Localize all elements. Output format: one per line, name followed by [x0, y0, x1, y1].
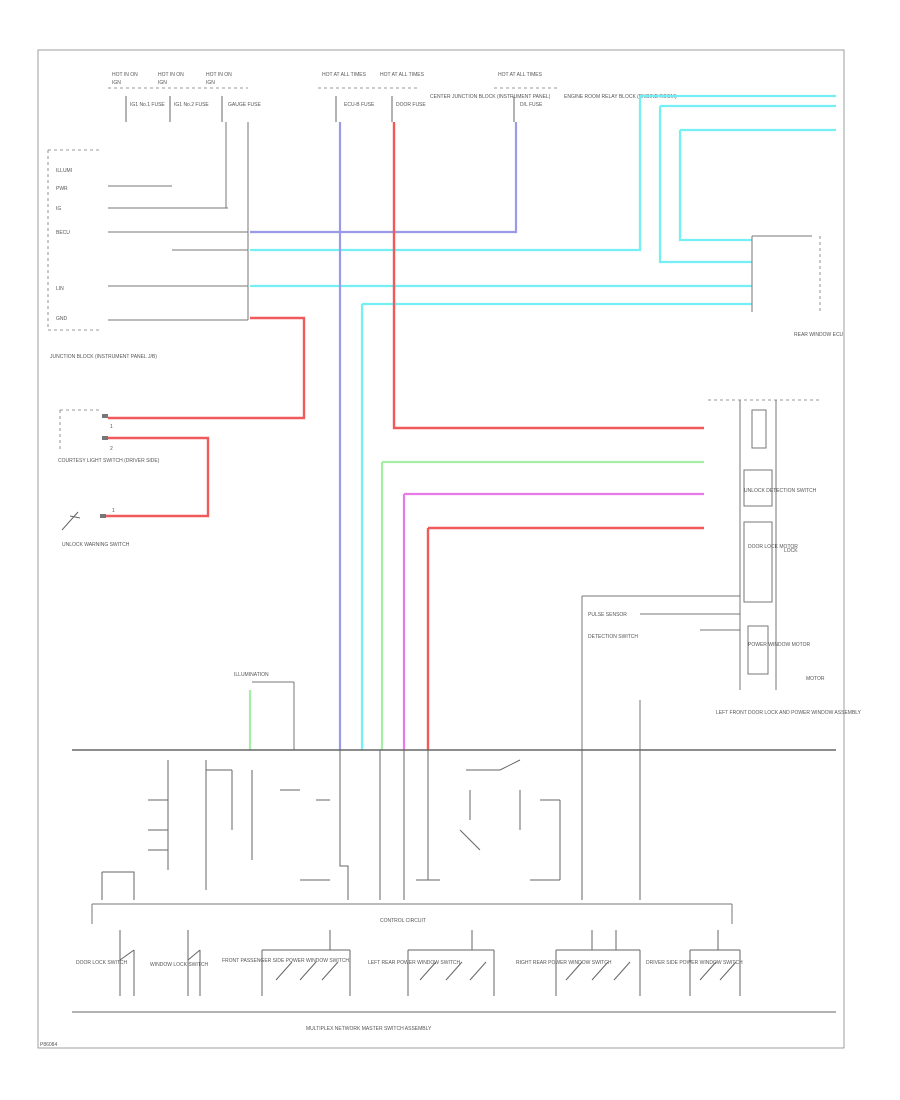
fuse-top-4: HOT AT ALL TIMES [322, 72, 367, 78]
rear-ecu-title: REAR WINDOW ECU [794, 332, 844, 338]
note-engine-rb: ENGINE ROOM RELAY BLOCK (ENGINE ROOM) [564, 94, 677, 100]
module-detect: DETECTION SWITCH [588, 634, 638, 640]
footer-code: P86084 [40, 1042, 57, 1048]
fuse-label-1: IG1 No.1 FUSE [130, 102, 165, 108]
fuse-label-5: DOOR FUSE [396, 102, 426, 108]
control-circuit: CONTROL CIRCUIT [91, 903, 733, 924]
unlock-switch-title: UNLOCK WARNING SWITCH [62, 542, 130, 548]
internal-circuit [101, 750, 641, 900]
jb-pin-becu: BECU [56, 230, 70, 236]
fuse-top-6: HOT AT ALL TIMES [498, 72, 543, 78]
red-wire-4 [426, 526, 704, 750]
jb-pin-illumi: ILLUMI [56, 168, 72, 174]
blue-wire-2 [250, 122, 518, 234]
jb-pin-gnd: GND [56, 316, 68, 322]
fuse-sub-3: IGN [206, 80, 215, 86]
fuse-top-5: HOT AT ALL TIMES [380, 72, 425, 78]
fuse-sub-2: IGN [158, 80, 167, 86]
cyan-wires [250, 94, 836, 750]
red-wire-3 [106, 436, 210, 518]
fuse-top-3: HOT IN ON [206, 72, 232, 78]
jb-pin-lin: LIN [56, 286, 64, 292]
module-part-1: UNLOCK DETECTION SWITCH [744, 488, 817, 494]
control-circuit-label: CONTROL CIRCUIT [380, 918, 426, 924]
module-part-2: DOOR LOCK MOTOR [748, 544, 798, 550]
left-junction-block: ILLUMI PWR IG BECU LIN GND JUNCTION BLOC… [47, 122, 249, 360]
module-part-3: POWER WINDOW MOTOR [748, 642, 811, 648]
magenta-wire-1 [402, 492, 704, 750]
fuse-sub-1: IGN [112, 80, 121, 86]
switch-label-2: WINDOW LOCK SWITCH [150, 962, 208, 968]
blue-wires [250, 122, 518, 750]
fuse-boxes [108, 87, 560, 122]
switch-label-5: RIGHT REAR POWER WINDOW SWITCH [516, 960, 612, 966]
fuse-label-6: D/L FUSE [520, 102, 543, 108]
jb-title: JUNCTION BLOCK (INSTRUMENT PANEL J/B) [50, 354, 157, 360]
red-wires [106, 122, 704, 750]
green-wires [248, 460, 704, 750]
cyan-wire-5 [360, 302, 752, 750]
module-sensor: PULSE SENSOR [588, 612, 627, 618]
jb-pin-ig: IG [56, 206, 61, 212]
unlock-switch-pin: 1 [112, 508, 115, 514]
unlock-warning-switch: 1 UNLOCK WARNING SWITCH [61, 508, 130, 548]
switch-buttons: DOOR LOCK SWITCH WINDOW LOCK SWITCH FRON… [76, 930, 743, 996]
note-center-jb: CENTER JUNCTION BLOCK (INSTRUMENT PANEL) [430, 94, 551, 100]
red-wire-2 [108, 316, 306, 420]
green-wire-1 [380, 460, 704, 750]
courtesy-pin-2: 2 [110, 446, 113, 452]
diagram-frame [37, 49, 845, 1049]
switch-label-1: DOOR LOCK SWITCH [76, 960, 128, 966]
cyan-wire-2 [658, 104, 836, 264]
jb-pin-pwr: PWR [56, 186, 68, 192]
cyan-wire-1 [250, 94, 836, 252]
fuse-label-2: IG1 No.2 FUSE [174, 102, 209, 108]
module-title: LEFT FRONT DOOR LOCK AND POWER WINDOW AS… [716, 710, 862, 716]
module-side-lock: LOCK [784, 548, 798, 554]
courtesy-switch: 1 2 COURTESY LIGHT SWITCH (DRIVER SIDE) [58, 409, 160, 464]
courtesy-pin-1: 1 [110, 424, 113, 430]
switch-label-3: FRONT PASSENGER SIDE POWER WINDOW SWITCH [222, 958, 349, 964]
illumination-label: ILLUMINATION [234, 672, 269, 678]
fuse-top-2: HOT IN ON [158, 72, 184, 78]
fuse-top-1: HOT IN ON [112, 72, 138, 78]
rear-ecu: REAR WINDOW ECU [751, 235, 844, 338]
magenta-wires [402, 492, 704, 750]
switch-label-4: LEFT REAR POWER WINDOW SWITCH [368, 960, 461, 966]
courtesy-switch-title: COURTESY LIGHT SWITCH (DRIVER SIDE) [58, 458, 160, 464]
module-side-motor: MOTOR [806, 676, 825, 682]
fuse-label-3: GAUGE FUSE [228, 102, 261, 108]
fuse-label-4: ECU-B FUSE [344, 102, 375, 108]
red-wire-1 [392, 122, 704, 430]
fuse-labels: HOT IN ON IGN IG1 No.1 FUSE HOT IN ON IG… [112, 72, 677, 108]
cyan-wire-3 [678, 128, 836, 242]
right-door-module: LOCK MOTOR UNLOCK DETECTION SWITCH DOOR … [581, 399, 862, 750]
switch-label-6: DRIVER SIDE POWER WINDOW SWITCH [646, 960, 743, 966]
assembly-title: MULTIPLEX NETWORK MASTER SWITCH ASSEMBLY [306, 1026, 432, 1032]
